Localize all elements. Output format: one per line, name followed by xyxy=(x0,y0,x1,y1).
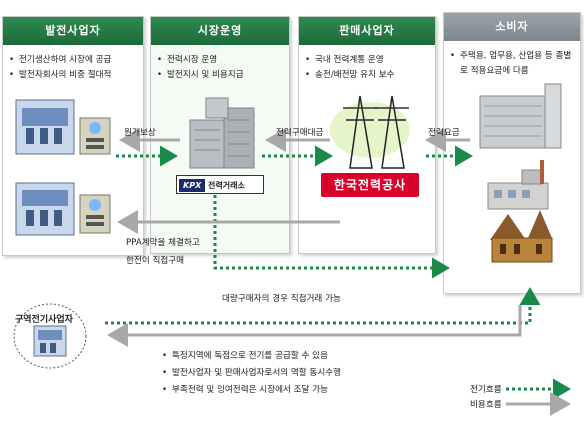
consumer-list: 주택용, 업무용, 산업용 등 종별로 적용요금에 다름 xyxy=(444,49,580,79)
seller-title: 판매사업자 xyxy=(299,17,435,45)
power-purchase-label: 전력구매대금 xyxy=(276,128,324,138)
market-title: 시장운영 xyxy=(151,17,289,45)
region-item: 발전사업자 및 판매사업자로서의 역할 동시수행 xyxy=(162,365,341,382)
market-list: 전력시장 운영 발전지시 및 비용지급 xyxy=(151,53,289,83)
regional-plant-icon xyxy=(33,325,67,357)
apartment-icon xyxy=(479,83,562,149)
office-building-icon xyxy=(189,97,255,169)
kpx-logo: KPX 전력거래소 xyxy=(176,175,264,194)
kpx-badge: KPX xyxy=(179,179,206,192)
cost-flow-arrows xyxy=(107,128,522,347)
electric-flow-arrows xyxy=(105,145,541,325)
generator-list: 전기생산하여 시장에 공급 발전자회사의 비중 절대적 xyxy=(3,53,143,83)
large-buyer-label: 대량구매자의 경우 직접거래 가능 xyxy=(222,294,341,304)
region-list: 특정지역에 독점으로 전기를 공급할 수 있음 발전사업자 및 판매사업자로서의… xyxy=(160,348,341,399)
region-item: 부족전력 및 잉여전력은 시장에서 조달 가능 xyxy=(162,382,341,399)
region-title: 구역전기사업자 xyxy=(15,315,73,325)
control-room-icon xyxy=(15,182,111,236)
market-item: 발전지시 및 비용지급 xyxy=(157,68,283,83)
generator-item: 전기생산하여 시장에 공급 xyxy=(9,53,137,68)
house-icon xyxy=(490,210,553,263)
seller-item: 국내 전력계통 운영 xyxy=(305,53,429,68)
seller-box: 판매사업자 국내 전력계통 운영 송전/배전망 유지 보수 xyxy=(298,16,436,254)
market-item: 전력시장 운영 xyxy=(157,53,283,68)
region-outline xyxy=(13,303,87,369)
ppa-label-1: PPA계약을 체결하고 xyxy=(126,238,200,248)
legend-cost-label: 비용흐름 xyxy=(470,400,502,410)
ppa-label-2: 한전이 직접구매 xyxy=(126,256,185,266)
generator-title: 발전사업자 xyxy=(3,17,143,45)
generator-item: 발전자회사의 비중 절대적 xyxy=(9,68,137,83)
kpx-name: 전력거래소 xyxy=(208,181,245,190)
consumer-title: 소비자 xyxy=(444,13,580,41)
seller-list: 국내 전력계통 운영 송전/배전망 유지 보수 xyxy=(299,53,435,83)
cost-comp-label: 원가보상 xyxy=(124,128,156,138)
power-fee-label: 전력요금 xyxy=(428,128,460,138)
region-item: 특정지역에 독점으로 전기를 공급할 수 있음 xyxy=(162,348,341,365)
legend-electric-label: 전기흐름 xyxy=(470,385,502,395)
seller-item: 송전/배전망 유지 보수 xyxy=(305,68,429,83)
consumer-item: 주택용, 업무용, 산업용 등 종별로 적용요금에 다름 xyxy=(450,49,574,79)
factory-icon xyxy=(487,160,549,210)
transmission-tower-icon xyxy=(330,95,410,169)
kepco-logo: 한국전력공사 xyxy=(321,173,419,197)
power-plant-icon xyxy=(15,99,111,155)
